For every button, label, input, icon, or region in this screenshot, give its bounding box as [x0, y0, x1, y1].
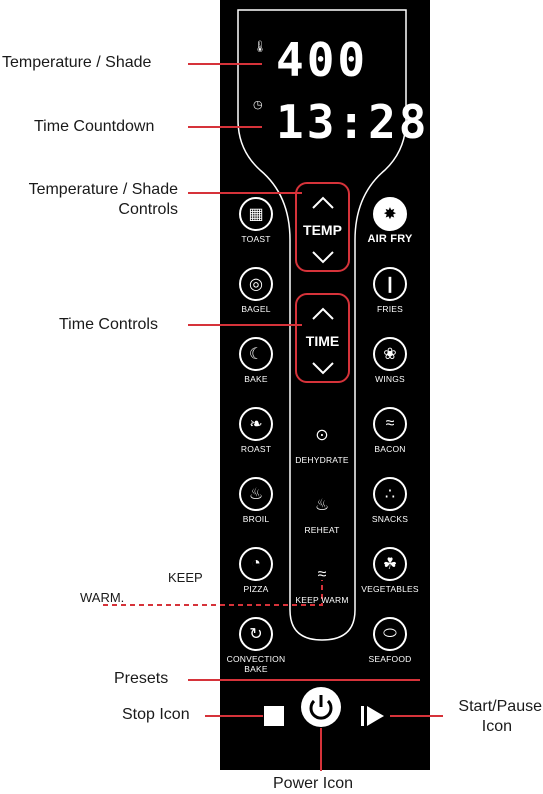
chevron-up-icon[interactable] — [311, 307, 335, 321]
preset-label: ROAST — [240, 444, 272, 454]
callout-keep: KEEP — [168, 570, 203, 585]
preset-reheat[interactable]: ♨ REHEAT — [282, 488, 362, 535]
preset-label: VEGETABLES — [361, 584, 419, 594]
drumstick-icon: ❀ — [373, 337, 407, 371]
preset-label: PIZZA — [243, 584, 269, 594]
power-icon — [309, 695, 333, 720]
chevron-up-icon[interactable] — [311, 196, 335, 210]
power-button[interactable] — [301, 687, 341, 727]
preset-label: WINGS — [375, 374, 405, 384]
preset-label: FRIES — [376, 304, 404, 314]
preset-vegetables[interactable]: ☘ VEGETABLES — [350, 547, 430, 594]
chevron-down-icon[interactable] — [311, 250, 335, 264]
convection-icon: ↻ — [239, 617, 273, 651]
preset-snacks[interactable]: ∴ SNACKS — [350, 477, 430, 524]
preset-label: TOAST — [241, 234, 271, 244]
preset-label: BAKE — [244, 374, 268, 384]
fish-icon: ⬭ — [373, 617, 407, 651]
time-control: TIME — [295, 293, 350, 383]
callout-line-keep-warm — [103, 580, 323, 606]
callout-warm: WARM. — [80, 590, 125, 605]
preset-label: AIR FRY — [367, 233, 413, 245]
broil-icon: ♨ — [239, 477, 273, 511]
preset-label: BACON — [374, 444, 406, 454]
chicken-icon: ❧ — [239, 407, 273, 441]
vegetables-icon: ☘ — [373, 547, 407, 581]
preset-air-fry[interactable]: ✸ AIR FRY — [350, 197, 430, 245]
preset-wings[interactable]: ❀ WINGS — [350, 337, 430, 384]
callout-presets: Presets — [114, 670, 169, 687]
preset-broil[interactable]: ♨ BROIL — [216, 477, 296, 524]
clock-icon: ◷ — [253, 99, 263, 111]
preset-label: SNACKS — [371, 514, 409, 524]
thermometer-icon: 🌡︎ — [253, 41, 267, 53]
preset-label: DEHYDRATE — [295, 455, 349, 465]
preset-keep-warm[interactable]: ≈ KEEP WARM — [282, 558, 362, 605]
preset-label: BAGEL — [241, 304, 271, 314]
temp-label: TEMP — [303, 222, 342, 238]
reheat-icon: ♨ — [314, 497, 330, 514]
preset-label: KEEP WARM — [295, 595, 349, 605]
dehydrate-icon: ⊙ — [315, 427, 329, 444]
callout-temperature-shade: Temperature / Shade — [2, 54, 152, 71]
time-display: 13:28 — [276, 95, 430, 149]
fan-icon: ✸ — [373, 197, 407, 231]
keep-warm-icon: ≈ — [317, 566, 327, 583]
croissant-icon: ☾ — [239, 337, 273, 371]
preset-bacon[interactable]: ≈ BACON — [350, 407, 430, 454]
stop-button[interactable] — [264, 706, 284, 726]
preset-toast[interactable]: ▦ TOAST — [216, 197, 296, 244]
temperature-display: 400 — [276, 33, 369, 87]
temp-control: TEMP — [295, 182, 350, 272]
snacks-icon: ∴ — [373, 477, 407, 511]
bacon-icon: ≈ — [373, 407, 407, 441]
callout-power-icon: Power Icon — [273, 775, 354, 792]
preset-label: BROIL — [242, 514, 270, 524]
callout-time-countdown: Time Countdown — [34, 118, 155, 135]
callout-time-controls: Time Controls — [59, 316, 158, 333]
preset-fries[interactable]: ❙ FRIES — [350, 267, 430, 314]
callout-stop-icon: Stop Icon — [122, 706, 190, 723]
preset-pizza[interactable]: ◔ PIZZA — [216, 547, 296, 594]
toast-icon: ▦ — [239, 197, 273, 231]
preset-roast[interactable]: ❧ ROAST — [216, 407, 296, 454]
preset-dehydrate[interactable]: ⊙ DEHYDRATE — [282, 418, 362, 465]
preset-bagel[interactable]: ◎ BAGEL — [216, 267, 296, 314]
preset-bake[interactable]: ☾ BAKE — [216, 337, 296, 384]
bagel-icon: ◎ — [239, 267, 273, 301]
start-pause-button[interactable] — [360, 704, 386, 728]
display-outline — [237, 9, 407, 641]
pizza-icon: ◔ — [239, 547, 273, 581]
preset-seafood[interactable]: ⬭ SEAFOOD — [350, 617, 430, 664]
preset-label: REHEAT — [304, 525, 340, 535]
preset-label: SEAFOOD — [368, 654, 412, 664]
chevron-down-icon[interactable] — [311, 361, 335, 375]
fries-icon: ❙ — [373, 267, 407, 301]
time-label: TIME — [305, 333, 340, 349]
play-pause-icon — [361, 706, 384, 726]
